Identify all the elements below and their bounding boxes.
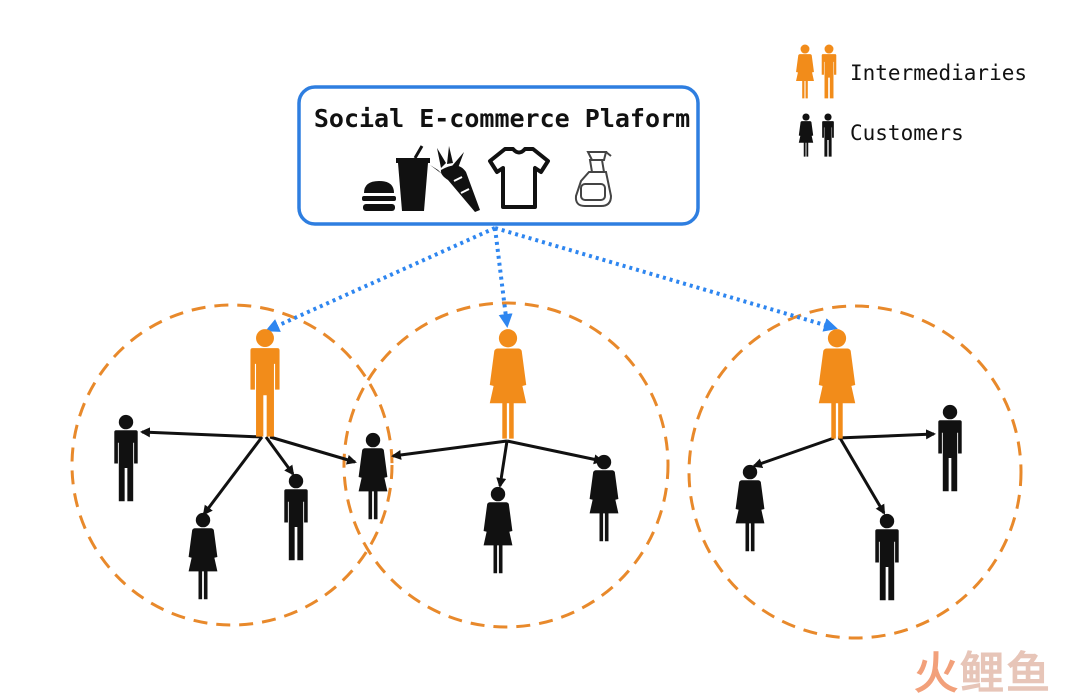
spray-bottle-icon: [574, 151, 613, 207]
burger-drink-icon: [362, 145, 430, 211]
referral-arrow: [506, 439, 604, 465]
carrot-icon: [430, 146, 480, 212]
customer-woman-figure: [358, 432, 388, 520]
legend-intermediary-man-icon: [821, 44, 837, 99]
referral-arrow: [752, 436, 835, 469]
customer-man-figure: [114, 414, 138, 502]
referral-arrow: [202, 436, 264, 516]
community-circle-middle: [342, 301, 670, 629]
legend-customers-label: Customers: [850, 121, 964, 145]
watermark-char-2: 鲤: [960, 648, 1004, 697]
customer-woman-figure: [188, 512, 218, 600]
customer-woman-figure: [735, 464, 765, 552]
intermediary-man-figure: [250, 329, 280, 437]
referral-arrow: [140, 427, 263, 439]
tshirt-icon: [488, 147, 550, 209]
platform-box: Social E-commerce Plaform: [297, 85, 700, 226]
referral-arrow: [264, 436, 295, 476]
customer-man-figure: [875, 513, 899, 601]
referral-arrow: [837, 429, 936, 440]
referral-arrow: [391, 439, 508, 460]
watermark-logo: 火 鲤 鱼: [914, 648, 1050, 697]
customer-man-figure: [938, 404, 962, 492]
platform-to-intermediary-arrow: [265, 226, 496, 332]
legend-customer-man-icon: [822, 113, 834, 157]
customer-woman-figure: [589, 454, 619, 542]
customer-man-figure: [284, 473, 308, 561]
community-circle-right: [687, 304, 1023, 640]
intermediary-woman-figure: [489, 329, 527, 439]
legend: Intermediaries Customers: [796, 44, 1027, 157]
legend-intermediary-woman-icon: [796, 44, 814, 99]
watermark-char-3: 鱼: [1006, 648, 1050, 697]
community-circle-left: [70, 303, 394, 627]
legend-intermediaries-label: Intermediaries: [850, 61, 1027, 85]
referral-arrow: [496, 440, 509, 488]
platform-to-intermediary-arrow: [493, 227, 513, 328]
watermark-char-1: 火: [914, 648, 958, 697]
referral-arrow: [269, 435, 357, 465]
platform-title: Social E-commerce Plaform: [314, 104, 690, 133]
customer-woman-figure: [483, 486, 513, 574]
platform-to-intermediary-arrow: [494, 226, 838, 332]
referral-arrow: [838, 437, 886, 515]
intermediary-woman-figure: [818, 329, 856, 439]
legend-customer-woman-icon: [798, 113, 814, 157]
